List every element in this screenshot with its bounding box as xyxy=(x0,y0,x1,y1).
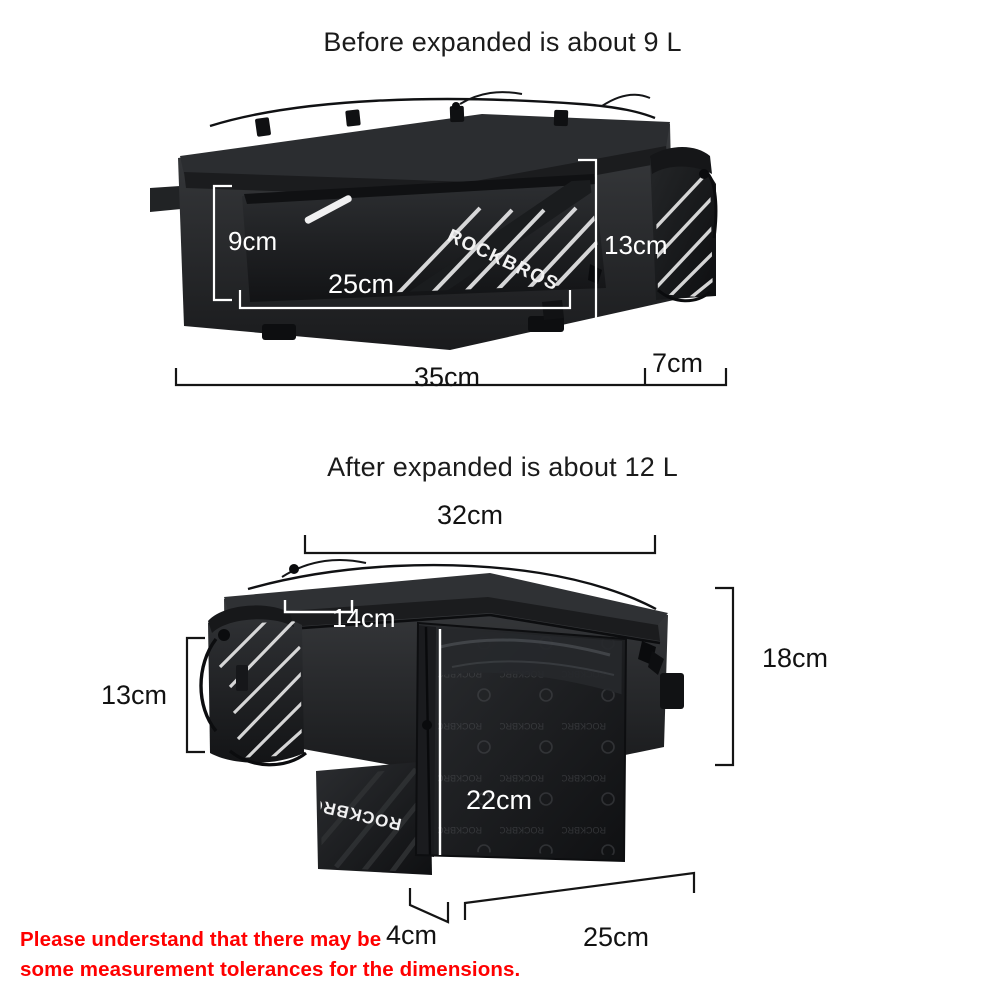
dim-label-18cm: 18cm xyxy=(762,643,829,673)
disclaimer-line-1: Please understand that there may be xyxy=(20,928,382,951)
dim-label-9cm: 9cm xyxy=(228,226,278,256)
dim-label-25cm-bottom: 25cm xyxy=(583,922,650,952)
bag-illustration-after: ROCKBROS xyxy=(199,558,684,875)
disclaimer-line-2: some measurement tolerances for the dime… xyxy=(20,958,521,981)
bracket-18cm xyxy=(715,586,735,767)
dim-label-22cm: 22cm xyxy=(466,785,533,815)
dim-label-32cm: 32cm xyxy=(437,500,504,530)
product-photo-after: ROCKBROS xyxy=(190,555,710,900)
dim-label-7cm: 7cm xyxy=(652,348,704,378)
section-title-after: After expanded is about 12 L xyxy=(327,452,678,482)
section-title-before: Before expanded is about 9 L xyxy=(323,27,682,57)
dim-label-14cm: 14cm xyxy=(332,603,396,633)
dim-label-25cm: 25cm xyxy=(328,269,395,299)
dim-label-35cm: 35cm xyxy=(414,362,481,392)
bracket-32cm xyxy=(303,535,657,555)
dim-label-13cm-pouch: 13cm xyxy=(101,680,168,710)
dim-label-4cm: 4cm xyxy=(386,920,438,950)
dim-label-13cm: 13cm xyxy=(604,230,668,260)
